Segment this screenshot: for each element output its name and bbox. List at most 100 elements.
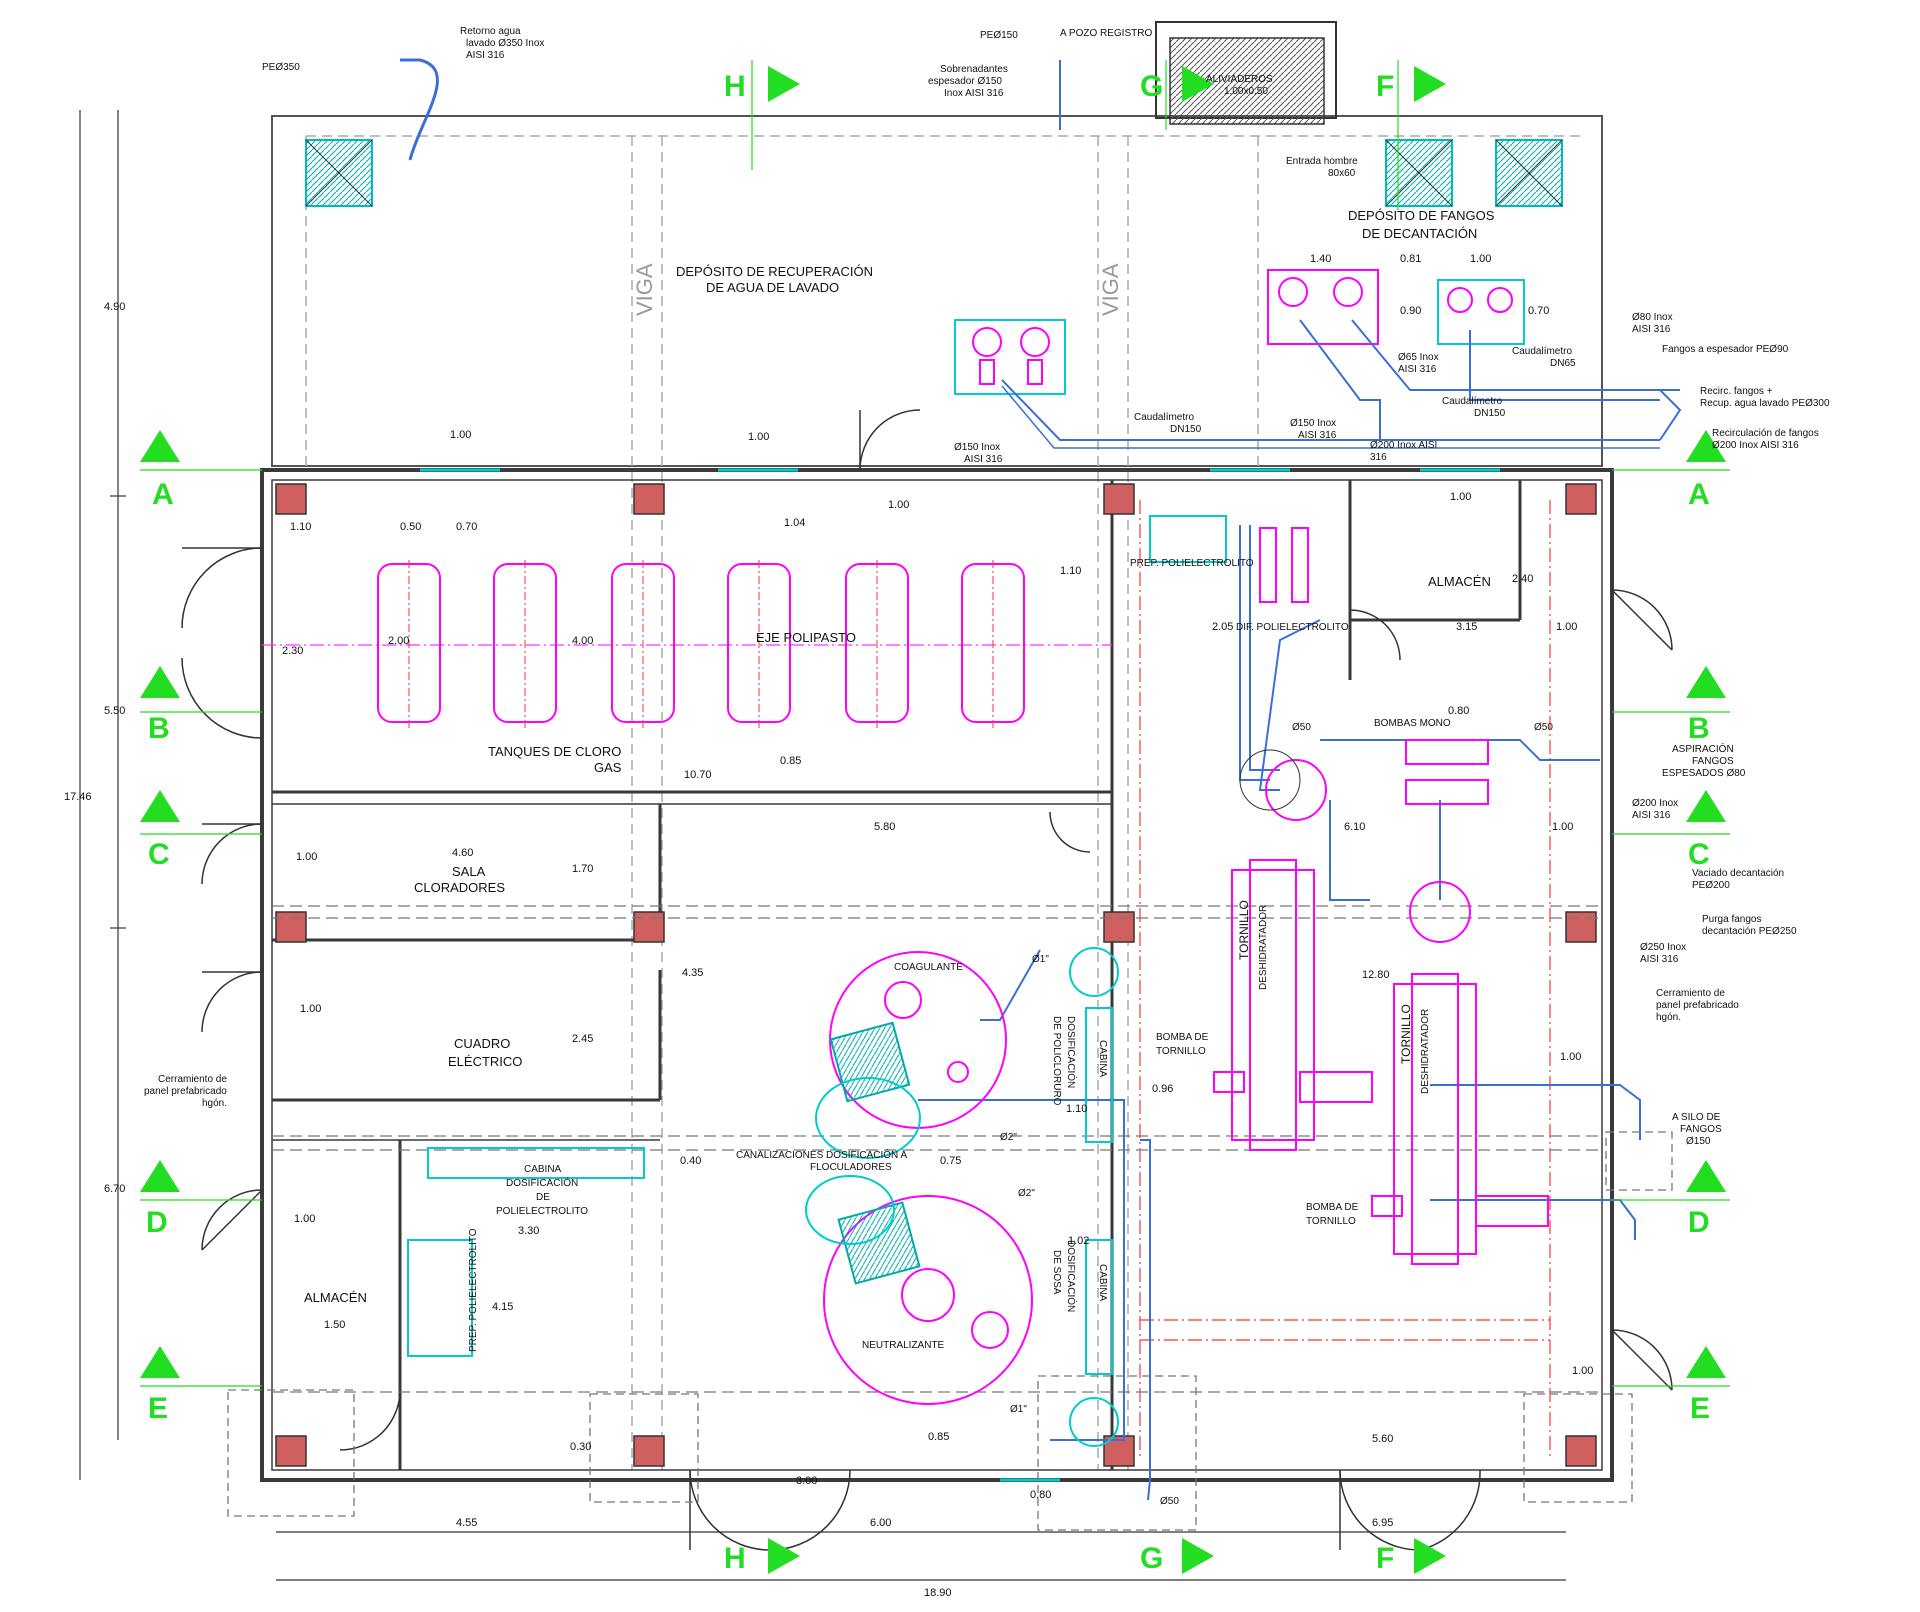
dim-455: 4.55 (456, 1517, 477, 1529)
dim-600: 6.00 (870, 1517, 891, 1529)
label-deposito-recuperacion-2: DE AGUA DE LAVADO (706, 280, 839, 295)
note-a-silo-2: FANGOS (1680, 1124, 1722, 1135)
dim-030: 0.30 (570, 1441, 591, 1453)
dim-140: 1.40 (1310, 253, 1331, 265)
dim-1070: 10.70 (684, 769, 712, 781)
label-cabina-sosa-2: DOSIFICACIÓN (1065, 1240, 1078, 1312)
note-caudalimetro-dn150-right-2: DN150 (1474, 408, 1506, 419)
dim-075: 0.75 (940, 1155, 961, 1167)
note-o200-2: 316 (1370, 452, 1387, 463)
dim-330: 3.30 (518, 1225, 539, 1237)
section-left-c: C (148, 838, 170, 871)
note-a-silo-3: Ø150 (1686, 1136, 1711, 1147)
dim-315: 3.15 (1456, 621, 1477, 633)
dim-560: 5.60 (1372, 1433, 1393, 1445)
label-cuadro-electrico-1: CUADRO (454, 1036, 510, 1051)
section-left-b: B (148, 712, 170, 745)
dim-110c: 1.10 (1066, 1103, 1087, 1115)
note-caudalimetro-dn150-left-2: DN150 (1170, 424, 1202, 435)
label-sala-cloradores-1: SALA (452, 864, 486, 879)
label-aliviaderos-1: ALIVIADEROS (1206, 74, 1273, 85)
label-tornillo-2: TORNILLO (1399, 1004, 1413, 1064)
note-purga-1: Purga fangos (1702, 914, 1762, 925)
note-caudalimetro-dn65-2: DN65 (1550, 358, 1576, 369)
pipes (400, 58, 1682, 1501)
dim-100-f: 1.00 (296, 851, 317, 863)
label-deposito-fangos-1: DEPÓSITO DE FANGOS (1348, 208, 1495, 223)
label-cabina-poli-3: DE (536, 1192, 550, 1203)
dim-460: 4.60 (452, 847, 473, 859)
note-purga-2: decantación PEØ250 (1702, 926, 1797, 937)
cyan-ovals (805, 947, 1119, 1447)
note-o150-right-1: Ø150 Inox (1290, 418, 1336, 429)
dim-100-d: 1.00 (1450, 491, 1471, 503)
section-right-a: A (1688, 478, 1710, 511)
label-deshidratador-1: DESHIDRATADOR (1258, 905, 1269, 990)
note-o250-1: Ø250 Inox (1640, 942, 1686, 953)
note-o50-a: Ø50 (1292, 722, 1311, 733)
dim-150: 1.50 (324, 1319, 345, 1331)
note-o80-2: AISI 316 (1632, 324, 1671, 335)
dim-h-670: 6.70 (104, 1183, 125, 1195)
dim-081: 0.81 (1400, 253, 1421, 265)
dim-h-550: 5.50 (104, 705, 125, 717)
label-neutralizante: NEUTRALIZANTE (862, 1340, 945, 1351)
dim-300: 3.00 (796, 1475, 817, 1487)
label-deposito-recuperacion-1: DEPÓSITO DE RECUPERACIÓN (676, 264, 873, 279)
note-sobrenadantes-3: Inox AISI 316 (944, 88, 1004, 99)
coagulante-tank (829, 951, 1007, 1129)
dimension-lines (79, 110, 1566, 1581)
dim-080: 0.80 (1030, 1489, 1051, 1501)
neutralizante-tank (823, 1195, 1033, 1405)
note-vaciado-2: PEØ200 (1692, 880, 1730, 891)
dim-240: 2.40 (1512, 573, 1533, 585)
note-recirculacion-1: Recirculación de fangos (1712, 428, 1819, 439)
note-o65-2: AISI 316 (1398, 364, 1437, 375)
section-left-a: A (152, 478, 174, 511)
note-cerramiento-left-2: panel prefabricado (144, 1086, 227, 1097)
dim-100-g: 1.00 (300, 1003, 321, 1015)
label-bombas-mono: BOMBAS MONO (1374, 718, 1451, 729)
dim-100-k: 1.00 (1560, 1051, 1581, 1063)
dim-total-height: 17.46 (64, 791, 92, 803)
note-recirculacion-2: Ø200 Inox AISI 316 (1712, 440, 1799, 451)
label-canalizaciones-2: FLOCULADORES (810, 1162, 892, 1173)
label-coagulante: COAGULANTE (894, 962, 963, 973)
section-markers (140, 66, 1726, 1574)
outside-dashed-boxes (227, 1131, 1673, 1531)
dim-080b: 0.80 (1448, 705, 1469, 717)
dim-100-l: 1.00 (1572, 1365, 1593, 1377)
label-cabina-policloruro-1: CABINA (1097, 1040, 1108, 1078)
note-pe150: PEØ150 (980, 30, 1018, 41)
dim-104: 1.04 (784, 517, 805, 529)
note-o200-1: Ø200 Inox AISI (1370, 440, 1437, 451)
dim-205: 2.05 (1212, 621, 1233, 633)
pump-group-right (1267, 269, 1525, 345)
label-deposito-fangos-2: DE DECANTACIÓN (1362, 226, 1477, 241)
dim-400: 4.00 (572, 635, 593, 647)
section-top-g: G (1140, 70, 1163, 103)
axis-lines (262, 500, 1551, 1460)
dim-100-i: 1.00 (1556, 621, 1577, 633)
label-almacen-top: ALMACÉN (1428, 574, 1491, 589)
note-o50-b: Ø50 (1534, 722, 1553, 733)
label-tanques-cloro-1: TANQUES DE CLORO (488, 744, 621, 759)
note-pe350: PEØ350 (262, 62, 300, 73)
dim-100-j: 1.00 (1552, 821, 1573, 833)
dim-100-a: 1.00 (1470, 253, 1491, 265)
label-prep-poli-top: PREP. POLIELECTROLITO (1130, 558, 1254, 569)
label-cabina-sosa-3: DE SOSA (1051, 1250, 1062, 1295)
note-o250-2: AISI 316 (1640, 954, 1679, 965)
label-eje-polipasto: EJE POLIPASTO (756, 630, 856, 645)
label-prep-poli-bottom: PREP. POLIELECTROLITO (468, 1228, 479, 1352)
section-bottom-f: F (1376, 1542, 1394, 1575)
dim-085b: 0.85 (928, 1431, 949, 1443)
tank-outline (271, 115, 1603, 1470)
deshidratador-1 (1213, 749, 1373, 1151)
label-sala-cloradores-2: CLORADORES (414, 880, 505, 895)
label-bomba-tornillo-2a: BOMBA DE (1306, 1202, 1359, 1213)
label-bomba-tornillo-1b: TORNILLO (1156, 1046, 1206, 1057)
dim-170: 1.70 (572, 863, 593, 875)
dim-580: 5.80 (874, 821, 895, 833)
